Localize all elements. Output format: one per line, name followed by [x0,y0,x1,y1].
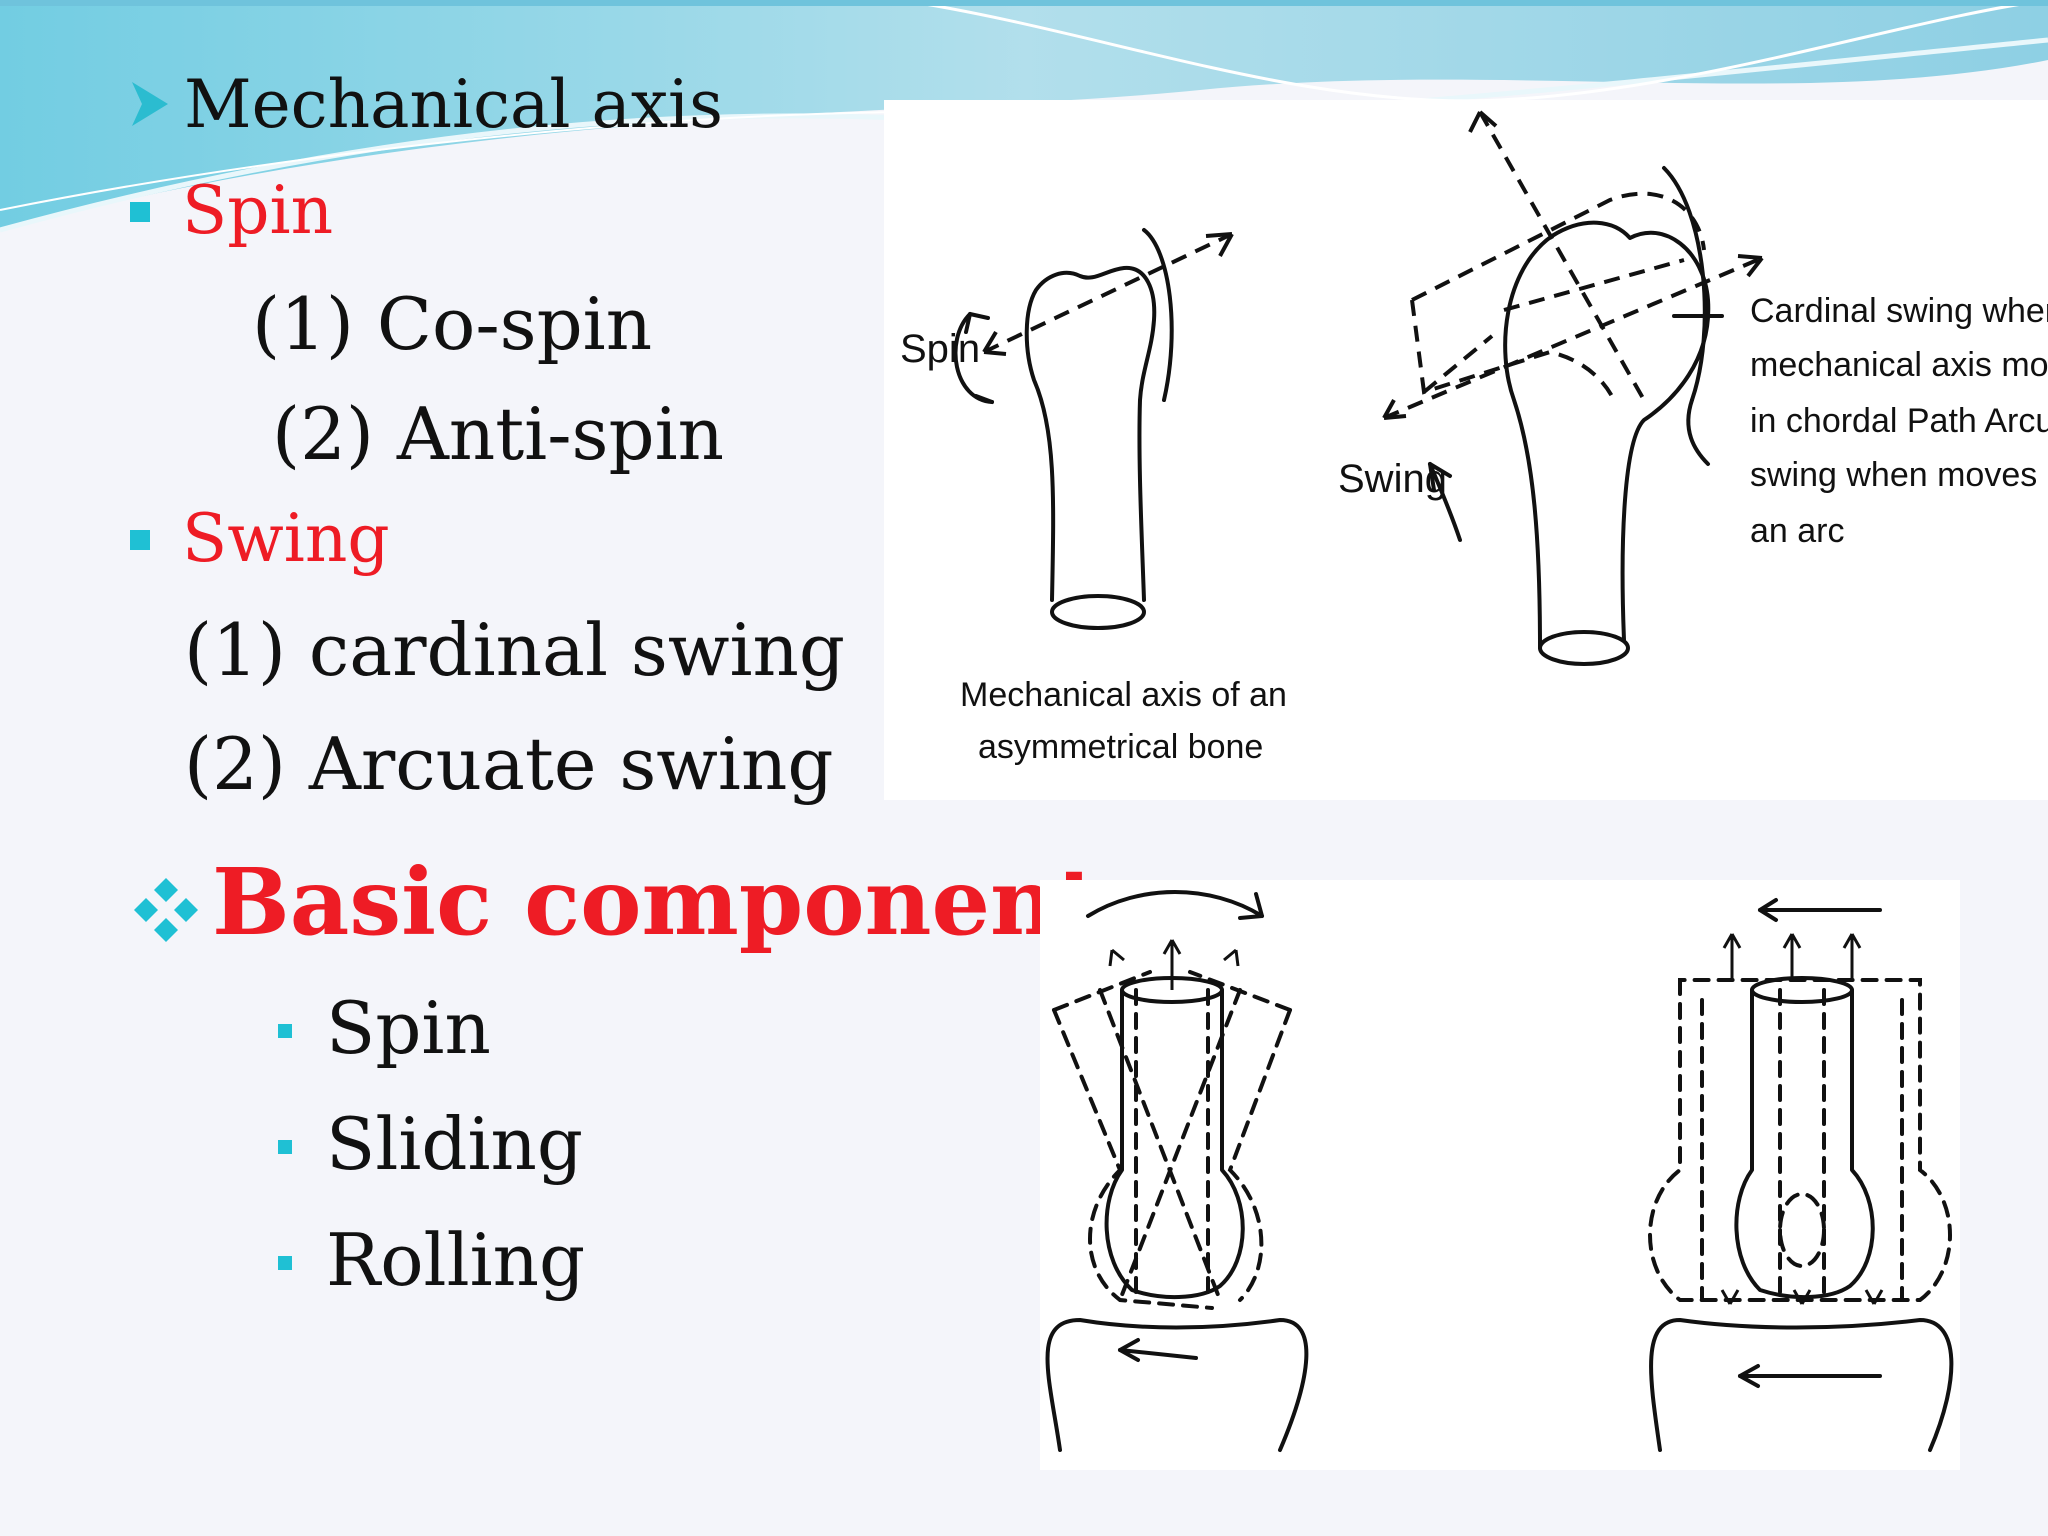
basic-sliding-item: Sliding [326,1102,583,1186]
spin-swing-diagram: Spin Swing Mechanical axis of an asymmet… [900,110,2048,766]
figure-caption-line2: asymmetrical bone [978,728,1263,766]
square-bullet-icon [130,530,150,550]
basic-rolling-item: Rolling [326,1218,586,1302]
mechanical-axis-heading: Mechanical axis [184,66,724,143]
figure-note-line4: swing when moves along [1750,456,2048,494]
anti-spin-item: (2) Anti-spin [272,392,724,476]
basic-spin-item: Spin [326,986,491,1070]
figure-note-line3: in chordal Path Arcuate [1750,402,2048,440]
rolling-sliding-figure [1040,880,1960,1470]
figure-note-line2: mechanical axis moves [1750,346,2048,384]
spin-swing-figure: Spin Swing Mechanical axis of an asymmet… [884,100,2048,800]
cardinal-swing-item: (1) cardinal swing [184,608,845,692]
swing-label: Swing [182,500,390,577]
rolling-sliding-diagram [1045,890,1954,1452]
square-bullet-icon [278,1140,292,1154]
figure-note-line5: an arc [1750,512,1845,550]
arrow-bullet-icon [132,82,168,126]
figure-caption-line1: Mechanical axis of an [960,676,1287,714]
spin-figure-label: Spin [900,327,980,371]
basic-component-heading: Basic component [212,848,1100,956]
square-bullet-icon [278,1024,292,1038]
square-bullet-icon [278,1256,292,1270]
co-spin-item: (1) Co-spin [252,282,653,366]
figure-note-line1: Cardinal swing when [1750,292,2048,330]
arcuate-swing-item: (2) Arcuate swing [184,722,834,806]
swing-figure-label: Swing [1338,457,1447,501]
square-bullet-icon [130,202,150,222]
spin-label: Spin [182,172,334,249]
diamond-bullet-icon [134,878,198,942]
